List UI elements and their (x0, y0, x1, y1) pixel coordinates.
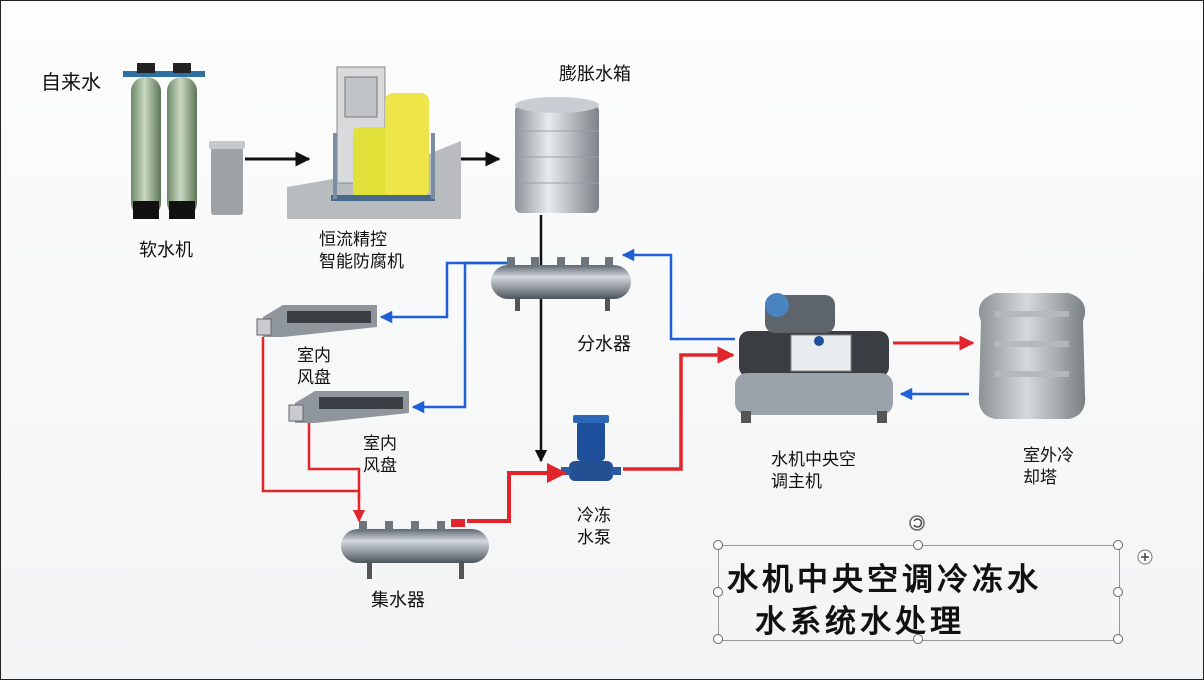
label-dosing-line2: 智能防腐机 (319, 252, 404, 272)
label-softener: 软水机 (139, 240, 193, 261)
label-dosing-machine: 恒流精控 智能防腐机 (319, 229, 404, 273)
label-fan-coil-1-line1: 室内 (297, 346, 331, 366)
rotate-handle-icon[interactable] (907, 513, 927, 533)
title-textbox[interactable]: 水机中央空调冷冻水 水系统水处理 (718, 545, 1120, 641)
resize-handle-left[interactable] (713, 587, 723, 597)
label-tower-line2: 却塔 (1023, 468, 1057, 488)
label-pump-line2: 水泵 (577, 528, 611, 548)
fan-coil-unit-2 (288, 391, 409, 423)
layout-options-plus-icon[interactable] (1137, 549, 1153, 565)
label-fan-coil-1-line2: 风盘 (297, 368, 331, 388)
label-expansion-tank: 膨胀水箱 (559, 64, 631, 85)
resize-handle-right[interactable] (1113, 587, 1123, 597)
label-pump: 冷冻 水泵 (577, 505, 611, 549)
resize-handle-top-right[interactable] (1113, 540, 1123, 550)
resize-handle-bottom-left[interactable] (713, 634, 723, 644)
label-fan-coil-1: 室内 风盘 (297, 345, 331, 389)
label-distributor: 分水器 (577, 334, 631, 355)
label-tower-line1: 室外冷 (1023, 446, 1074, 466)
label-cooling-tower: 室外冷 却塔 (1023, 445, 1074, 489)
collector-vessel (341, 519, 489, 579)
label-chiller: 水机中央空 调主机 (771, 449, 856, 493)
chiller-unit (735, 293, 893, 423)
title-line-2: 水系统水处理 (755, 604, 965, 640)
expansion-tank (515, 97, 599, 213)
supply-lines (379, 248, 969, 414)
return-lines (261, 335, 975, 523)
resize-handle-bottom[interactable] (913, 634, 923, 644)
label-fan-coil-2-line1: 室内 (363, 434, 397, 454)
resize-handle-top[interactable] (913, 540, 923, 550)
softener-tanks (123, 63, 205, 219)
cooling-tower (978, 293, 1086, 419)
label-chiller-line2: 调主机 (771, 472, 822, 492)
label-pump-line1: 冷冻 (577, 506, 611, 526)
label-tap-water: 自来水 (41, 70, 101, 94)
chilled-water-pump (561, 415, 621, 481)
resize-handle-bottom-right[interactable] (1113, 634, 1123, 644)
resize-handle-top-left[interactable] (713, 540, 723, 550)
title-line-1: 水机中央空调冷冻水 (727, 562, 1042, 598)
fan-coil-unit-1 (256, 305, 377, 337)
label-chiller-line1: 水机中央空 (771, 450, 856, 470)
brine-tank (209, 141, 245, 215)
dosing-machine (287, 66, 461, 219)
label-fan-coil-2-line2: 风盘 (363, 456, 397, 476)
label-fan-coil-2: 室内 风盘 (363, 433, 397, 477)
label-dosing-line1: 恒流精控 (319, 230, 387, 250)
distributor-vessel (491, 257, 631, 311)
label-collector: 集水器 (371, 590, 425, 611)
